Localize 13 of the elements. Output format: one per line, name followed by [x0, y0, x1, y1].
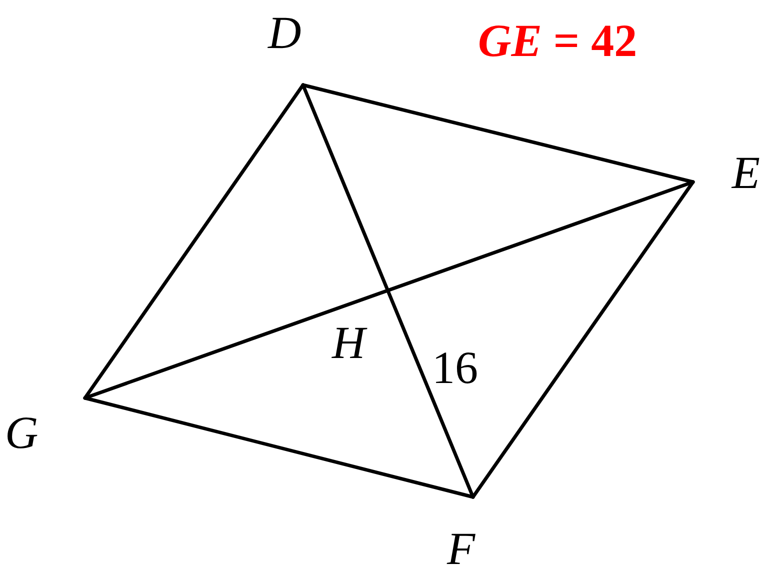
vertex-label: G [5, 410, 38, 456]
side-line [301, 83, 475, 499]
measure-note: GE = 42 [478, 18, 638, 64]
length-label: 16 [432, 345, 478, 391]
vertex-label: F [447, 526, 476, 572]
side-line [83, 180, 695, 400]
side-line [83, 83, 305, 400]
side-line [83, 396, 475, 499]
vertex-label: E [732, 150, 760, 196]
side-line [301, 83, 695, 184]
vertex-label: D [268, 10, 302, 56]
side-line [471, 180, 695, 499]
point-label: H [332, 320, 366, 366]
